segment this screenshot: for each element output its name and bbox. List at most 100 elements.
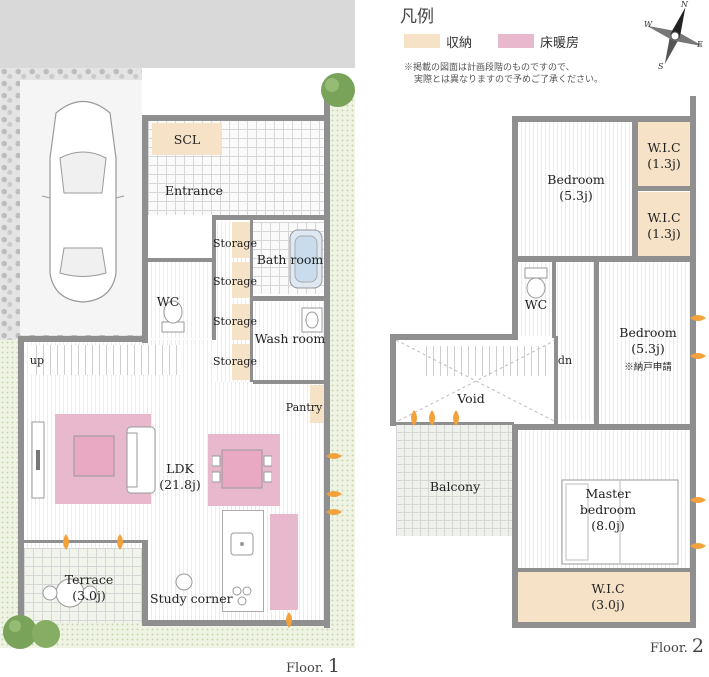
heater-flame-icon bbox=[429, 410, 435, 426]
storage-block-3 bbox=[232, 304, 250, 340]
room-label-bedroom-2-note: ※納戸申請 bbox=[624, 362, 672, 373]
room-label-wic-1-size: (1.3j) bbox=[647, 156, 681, 171]
heater-flame-icon bbox=[690, 353, 706, 359]
room-label-bedroom-1: Bedroom bbox=[547, 172, 605, 187]
legend-label-heating: 床暖房 bbox=[540, 36, 580, 51]
wall bbox=[390, 334, 396, 426]
tv-icon bbox=[31, 421, 45, 499]
room-label-storage-1: Storage bbox=[213, 237, 257, 250]
room-label-master-line2: bedroom bbox=[579, 502, 637, 517]
floor2-title-number: 2 bbox=[691, 635, 704, 657]
room-label-study-corner: Study corner bbox=[150, 591, 233, 606]
compass-s: S bbox=[658, 62, 664, 71]
room-label-pantry: Pantry bbox=[285, 401, 323, 414]
room-label-storage-2: Storage bbox=[213, 275, 257, 288]
room-label-storage-3: Storage bbox=[213, 315, 257, 328]
wall bbox=[518, 568, 690, 572]
room-label-void: Void bbox=[457, 391, 485, 406]
compass-e: E bbox=[697, 40, 703, 49]
wall bbox=[148, 258, 214, 262]
room-label-bedroom-2-size: (5.3j) bbox=[631, 341, 665, 356]
wall bbox=[18, 336, 24, 628]
toilet-icon bbox=[524, 267, 548, 299]
legend-label-storage: 収納 bbox=[446, 36, 473, 51]
study-chair-icon bbox=[175, 573, 193, 591]
room-label-master-size: (8.0j) bbox=[591, 518, 625, 533]
wall bbox=[554, 336, 558, 426]
storage-block-1 bbox=[232, 222, 250, 258]
tree-icon bbox=[321, 73, 355, 107]
scl-block bbox=[152, 123, 222, 155]
wic3-block bbox=[518, 572, 690, 622]
terrace-floor bbox=[24, 548, 144, 623]
wall bbox=[250, 220, 253, 382]
heater-flame-icon bbox=[690, 497, 706, 503]
wall bbox=[20, 540, 146, 543]
floor2-title: Floor. 2 bbox=[650, 635, 704, 657]
wall bbox=[518, 424, 690, 430]
car-icon bbox=[41, 101, 125, 303]
heater-flame-icon bbox=[690, 543, 706, 549]
wall bbox=[142, 620, 328, 626]
compass-icon bbox=[646, 7, 704, 65]
table-icon bbox=[73, 435, 115, 477]
heater-flame-icon bbox=[690, 315, 706, 321]
bathtub-icon bbox=[289, 229, 323, 289]
room-label-wash-room: Wash room bbox=[254, 331, 326, 346]
dining-table-icon bbox=[212, 449, 272, 489]
stair-floor1 bbox=[30, 345, 180, 375]
wall bbox=[690, 96, 696, 628]
heater-flame-icon bbox=[326, 509, 342, 515]
wall bbox=[512, 116, 518, 336]
room-label-bedroom-2: Bedroom bbox=[619, 325, 677, 340]
stair-label-up: up bbox=[29, 354, 45, 367]
room-label-wic-2: W.I.C bbox=[647, 210, 681, 225]
heater-flame-icon bbox=[286, 612, 292, 628]
room-label-ldk: LDK bbox=[166, 461, 194, 476]
wall bbox=[253, 296, 328, 301]
room-label-entrance: Entrance bbox=[164, 183, 224, 198]
compass-n: N bbox=[681, 0, 688, 9]
tree-icon bbox=[3, 615, 60, 649]
room-label-terrace: Terrace bbox=[64, 572, 114, 587]
room-label-terrace-size: (3.0j) bbox=[72, 588, 106, 603]
void-cross bbox=[396, 340, 556, 422]
stair-label-dn: dn bbox=[557, 354, 573, 367]
wall bbox=[253, 380, 328, 384]
heater-flame-icon bbox=[117, 534, 123, 550]
room-label-wic-1: W.I.C bbox=[647, 140, 681, 155]
heater-flame-icon bbox=[411, 410, 417, 426]
wall bbox=[512, 622, 696, 628]
wic2-block bbox=[638, 192, 690, 256]
legend-note-line1: ※掲載の図面は計画段階のものですので、 bbox=[404, 63, 575, 73]
garden-east bbox=[330, 98, 355, 648]
heater-flame-icon bbox=[326, 453, 342, 459]
wall bbox=[512, 116, 696, 122]
room-label-master-line1: Master bbox=[585, 486, 631, 501]
bedroom1-floor bbox=[518, 122, 632, 258]
storage-block-2 bbox=[232, 262, 250, 298]
wall bbox=[324, 98, 330, 628]
wall bbox=[512, 424, 518, 628]
wall bbox=[18, 336, 148, 342]
legend-swatch-heating bbox=[498, 34, 534, 48]
wall bbox=[594, 262, 599, 430]
legend-title: 凡例 bbox=[400, 7, 434, 27]
terrace-table-icon bbox=[42, 578, 98, 608]
room-label-wc-2: WC bbox=[524, 297, 548, 312]
washbasin-icon bbox=[301, 307, 323, 333]
heater-flame-icon bbox=[453, 410, 459, 426]
wall bbox=[390, 334, 518, 340]
room-label-scl: SCL bbox=[173, 132, 201, 147]
heater-flame-icon bbox=[326, 491, 342, 497]
floor1-title: Floor. 1 bbox=[286, 655, 340, 677]
heater-flame-icon bbox=[63, 534, 69, 550]
room-label-wic-3: W.I.C bbox=[591, 581, 625, 596]
wall bbox=[216, 215, 328, 220]
room-label-wic-3-size: (3.0j) bbox=[591, 597, 625, 612]
pantry-block bbox=[310, 385, 328, 423]
room-label-balcony: Balcony bbox=[429, 479, 481, 494]
room-label-wic-2-size: (1.3j) bbox=[647, 226, 681, 241]
balcony-floor bbox=[396, 424, 514, 536]
road-area bbox=[0, 0, 355, 68]
